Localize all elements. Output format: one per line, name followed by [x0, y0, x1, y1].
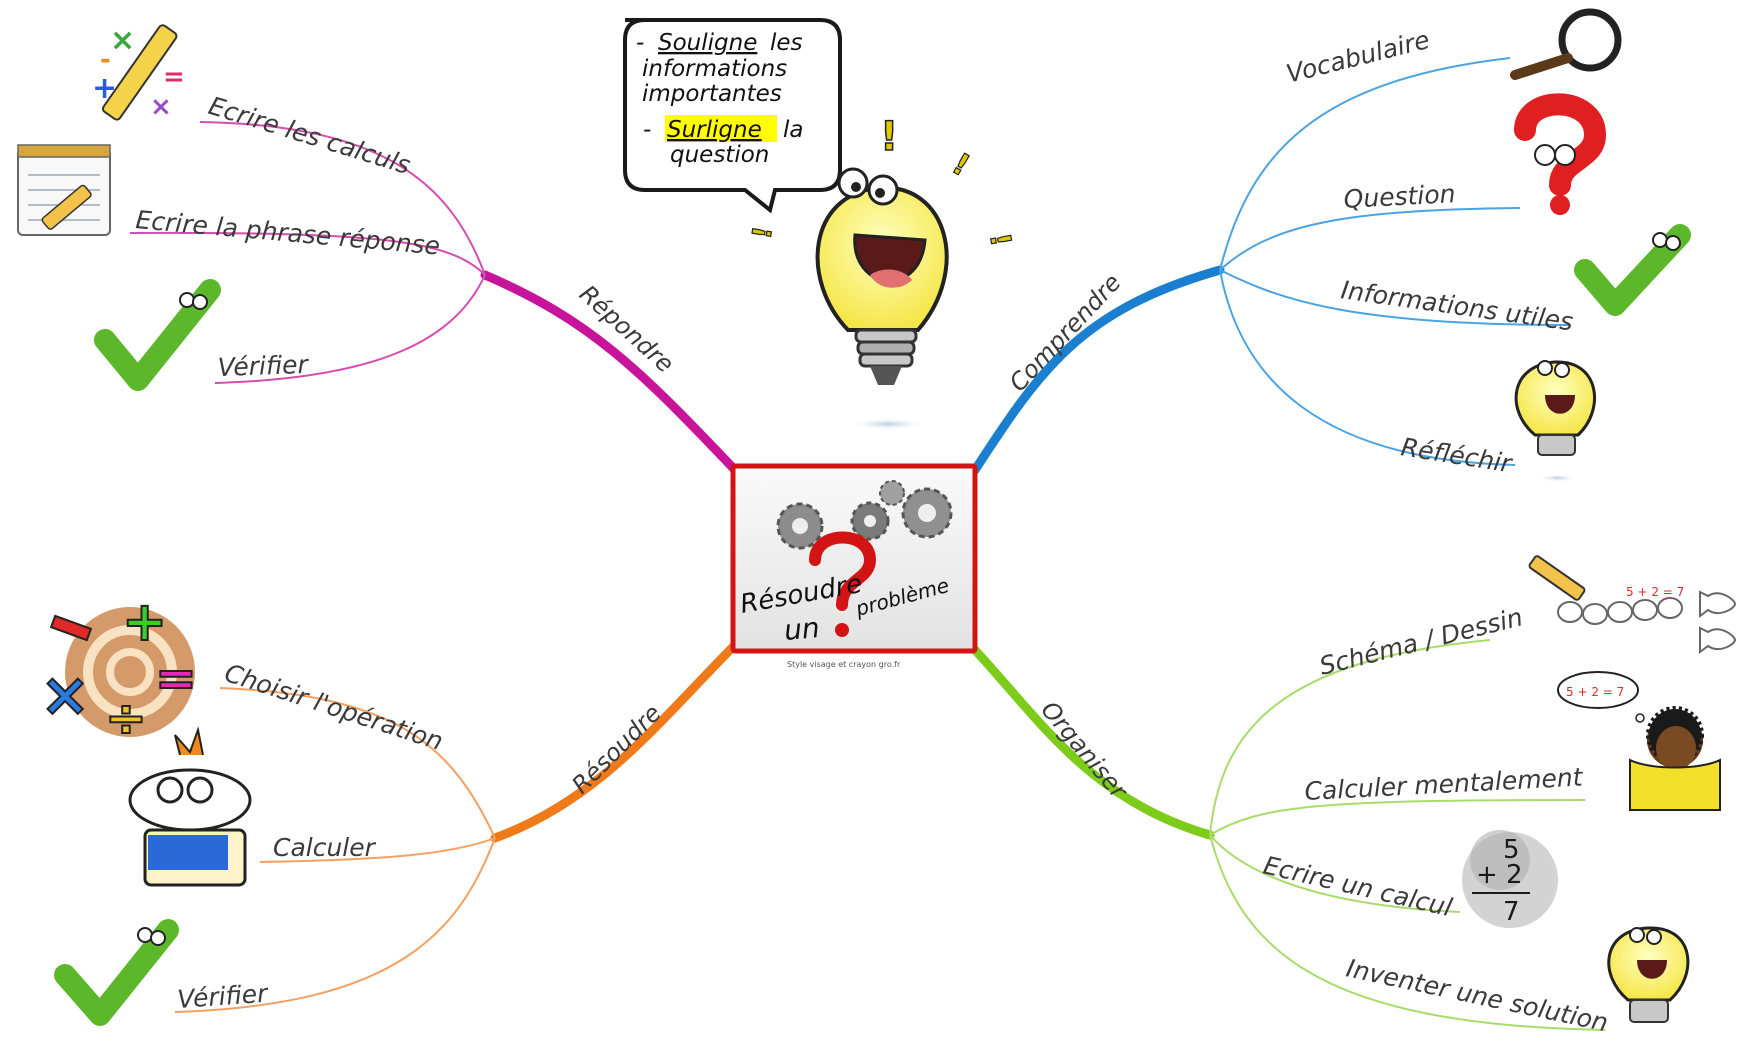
question-mark-icon	[809, 531, 877, 637]
speech-bubble: - Souligne les informations importantes …	[623, 18, 842, 214]
bubble-dash-1: -	[636, 30, 644, 56]
resoudre-item-2: Calculer	[273, 833, 377, 862]
svg-text:×: ×	[110, 23, 135, 58]
calculator-character-icon	[128, 726, 252, 887]
drawing-pencil-icon	[1528, 555, 1586, 601]
branch-label-resoudre: Résoudre	[566, 699, 666, 799]
center-node: Résoudre un problème	[730, 463, 978, 654]
bubble-line5: question	[670, 142, 769, 168]
organiser-item-4: Inventer une solution	[1344, 954, 1611, 1038]
svg-text:!: !	[946, 147, 975, 184]
highlight-mark	[665, 115, 777, 142]
svg-text:÷: ÷	[105, 689, 147, 747]
bubble-line1-rest: les	[770, 30, 803, 56]
bubble-dash-2: -	[643, 117, 651, 143]
branch-organiser-line	[970, 645, 1215, 840]
notepad-icon	[17, 144, 111, 236]
bubble-line1-underlined: Souligne	[658, 30, 757, 56]
organiser-sub-branches	[1209, 639, 1606, 1031]
center-credit: Style visage et crayon gro.fr	[787, 660, 901, 669]
comprendre-item-3: Informations utiles	[1339, 275, 1575, 336]
bubble-line2: informations	[642, 56, 787, 82]
pencil-math-icon: × + = × -	[92, 23, 185, 122]
branch-label-organiser: Organiser	[1035, 696, 1133, 806]
resoudre-item-1: Choisir l'opération	[221, 658, 446, 756]
calculation-card-icon: 5 + 2 7	[1462, 830, 1558, 928]
main-branches	[480, 265, 1225, 843]
resoudre-item-3: Vérifier	[176, 979, 270, 1014]
thinking-child-icon: 5 + 2 = 7	[1557, 671, 1721, 811]
checkmark-icon	[94, 279, 221, 391]
repondre-item-2: Ecrire la phrase réponse	[134, 205, 441, 261]
svg-text:=: =	[155, 649, 197, 707]
bubble-line4-highlighted: Surligne	[667, 117, 762, 143]
comprendre-item-2: Question	[1343, 179, 1456, 214]
svg-text:×: ×	[40, 660, 90, 730]
jellyfish-drawing-icon	[1557, 590, 1737, 654]
lightbulb-icon: ! ! ! !	[747, 113, 1018, 430]
magnifier-icon	[1510, 8, 1622, 80]
svg-text:=: =	[163, 62, 185, 92]
lightbulb-icon	[1607, 926, 1690, 1023]
comprendre-item-1: Vocabulaire	[1283, 25, 1432, 89]
repondre-item-1: Ecrire les calculs	[205, 91, 414, 180]
bubble-line4-rest: la	[783, 117, 803, 143]
repondre-sub-branches	[129, 121, 486, 384]
bubble-line3: importantes	[642, 81, 782, 107]
svg-text:+: +	[92, 71, 117, 106]
operations-icon: + × = ÷	[39, 589, 198, 748]
comprendre-sub-branches	[1219, 57, 1571, 466]
branch-resoudre-line	[490, 640, 740, 843]
branch-comprendre-line	[970, 265, 1225, 475]
thinking-equation-label: 5 + 2 = 7	[1566, 685, 1624, 699]
organiser-item-3: Ecrire un calcul	[1261, 851, 1455, 923]
center-title-part2: un	[783, 611, 821, 647]
svg-text:×: ×	[150, 92, 172, 122]
resoudre-sub-branches	[174, 687, 496, 1013]
repondre-item-3: Vérifier	[217, 350, 310, 382]
checkmark-icon	[54, 919, 179, 1026]
svg-text:!: !	[747, 224, 779, 241]
svg-text:+: +	[122, 590, 167, 653]
comprendre-item-4: Réfléchir	[1399, 432, 1515, 478]
lightbulb-icon	[1514, 360, 1597, 482]
calc-top: 5	[1503, 835, 1520, 865]
svg-text:!: !	[880, 114, 898, 160]
checkmark-icon	[1574, 224, 1691, 316]
svg-text:-: -	[100, 45, 111, 75]
question-character-icon	[1514, 93, 1607, 215]
organiser-item-1: Schéma / Dessin	[1316, 602, 1525, 681]
calc-result: 7	[1503, 897, 1520, 927]
equation-label: 5 + 2 = 7	[1626, 585, 1684, 599]
branch-label-comprendre: Comprendre	[1004, 268, 1127, 397]
branch-repondre-line	[480, 270, 740, 475]
svg-text:!: !	[983, 230, 1018, 248]
calc-mid: + 2	[1476, 860, 1523, 890]
gears-icon	[776, 480, 953, 550]
